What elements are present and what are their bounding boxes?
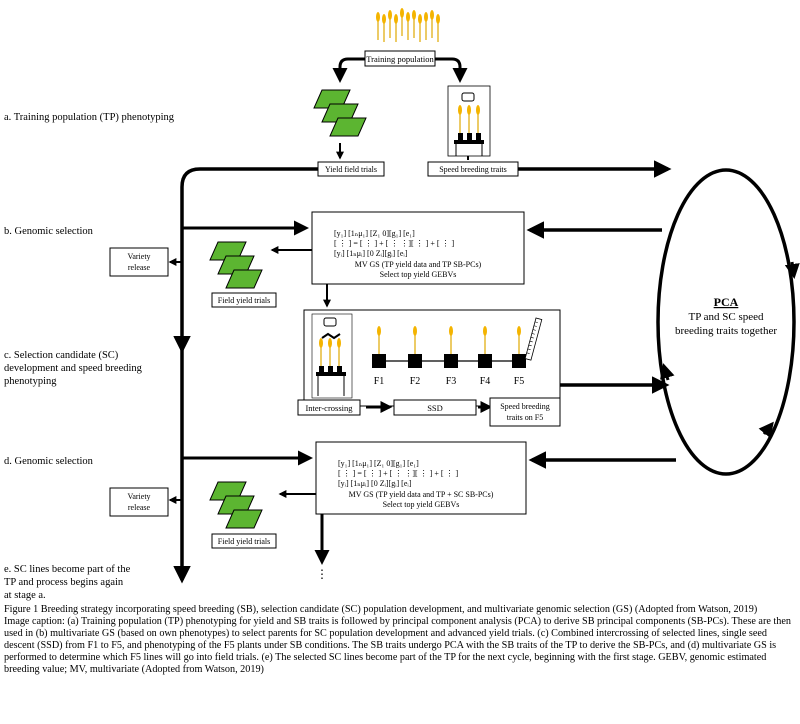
field-yield-trials-label-1: Field yield trials	[218, 296, 270, 305]
gen-label-f4: F4	[480, 376, 491, 387]
stage-d-label: d. Genomic selection	[4, 456, 94, 467]
variety-release-box-2	[109, 487, 169, 517]
svg-text:[yᵢ] [1ₙμᵢ] [0 Zᵢ][gᵢ]: [yᵢ] [1ₙμᵢ] [0 Zᵢ][gᵢ] [eᵢ]	[338, 479, 412, 488]
stage-e-line-2: TP and process begins again	[4, 577, 124, 588]
field-yield-trials-box-2	[211, 533, 277, 549]
mvgs-2-line-1: MV GS (TP yield data and TP + SC SB-PCs)	[349, 490, 494, 499]
mvgs-1-line-2: Select top yield GEBVs	[380, 270, 457, 279]
field-yield-trials-box-1	[211, 292, 277, 308]
variety-release-1-line-1: Variety	[127, 252, 150, 261]
f3-pot	[444, 354, 458, 368]
stage-c-line-1: c. Selection candidate (SC)	[4, 350, 119, 361]
continuation-dots-2: ⋮	[316, 567, 328, 581]
mvgs-box-1	[311, 211, 525, 285]
svg-text:[y₁] [1ₙμ₁] [Z₁ 0][g₁]: [y₁] [1ₙμ₁] [Z₁ 0][g₁] [e₁]	[338, 459, 419, 468]
stage-e-line-3: at stage a.	[4, 590, 46, 601]
svg-text:[y₁] [1ₙμ₁] [Z₁ 0][g₁]: [y₁] [1ₙμ₁] [Z₁ 0][g₁] [e₁]	[334, 229, 415, 238]
training-population-label: Training population	[366, 54, 434, 64]
speed-breeding-traits-label: Speed breeding traits	[439, 165, 507, 174]
gen-label-f1: F1	[374, 376, 385, 387]
stage-b-label: b. Genomic selection	[4, 226, 94, 237]
field-plots-icon-d	[209, 481, 263, 529]
figure-title: Figure 1 Breeding strategy incorporating…	[4, 604, 758, 615]
speed-breeding-chamber-icon	[447, 85, 491, 157]
yield-field-plots-icon	[313, 89, 367, 137]
speed-breeding-f5-line-1: Speed breeding	[500, 402, 550, 411]
gs-model-equation-1: [y₁] [1ₙμ₁] [Z₁ 0][g₁] [e₁] [ ⋮ ] = [ ⋮ …	[334, 229, 455, 258]
figure-caption: Figure 1 Breeding strategy incorporating…	[4, 604, 794, 676]
gs-model-equation-2: [y₁] [1ₙμ₁] [Z₁ 0][g₁] [e₁] [ ⋮ ] = [ ⋮ …	[338, 459, 459, 488]
ssd-label: SSD	[427, 403, 443, 413]
ruler-icon	[524, 317, 543, 361]
speed-breeding-f5-box	[489, 397, 561, 427]
yield-field-trials-label: Yield field trials	[325, 165, 377, 174]
arrow-tp-to-sb	[435, 57, 468, 83]
gen-label-f3: F3	[446, 376, 457, 387]
gen-label-f5: F5	[514, 376, 525, 387]
gen-label-f2: F2	[410, 376, 421, 387]
stage-c-line-2: development and speed breeding	[4, 363, 143, 374]
svg-text:[ ⋮ ] = [ ⋮ ] + [ ⋮ ⋮][ ⋮: [ ⋮ ] = [ ⋮ ] + [ ⋮ ⋮][ ⋮ ] + [ ⋮ ]	[338, 469, 459, 478]
stage-a-label: a. Training population (TP) phenotyping	[4, 112, 175, 123]
mvgs-2-line-2: Select top yield GEBVs	[383, 500, 460, 509]
pca-cycle-arrow-bottom	[758, 421, 774, 439]
f5-pot	[512, 354, 526, 368]
svg-text:[yᵢ] [1ₙμᵢ] [0 Zᵢ][gᵢ]: [yᵢ] [1ₙμᵢ] [0 Zᵢ][gᵢ] [eᵢ]	[334, 249, 408, 258]
stage-c-line-3: phenotyping	[4, 376, 57, 387]
field-plots-icon-b	[209, 241, 263, 289]
variety-release-box-1	[109, 247, 169, 277]
image-caption: Image caption: (a) Training population (…	[4, 616, 791, 676]
pca-cycle-ellipse	[656, 168, 796, 476]
variety-release-1-line-2: release	[128, 263, 151, 272]
stage-e-line-1: e. SC lines become part of the	[4, 564, 131, 575]
wheat-field-icon	[375, 7, 441, 43]
f4-pot	[478, 354, 492, 368]
pca-text-line-2: breeding traits together	[675, 325, 777, 337]
pca-cycle-arrow-right	[784, 261, 800, 279]
mvgs-box-2	[315, 441, 527, 515]
f1-pot	[372, 354, 386, 368]
f2-pot	[408, 354, 422, 368]
variety-release-2-line-2: release	[128, 503, 151, 512]
intercrossing-box	[297, 399, 361, 416]
variety-release-2-line-1: Variety	[127, 492, 150, 501]
mvgs-1-line-1: MV GS (TP yield data and TP SB-PCs)	[355, 260, 482, 269]
main-flow-line	[173, 167, 318, 584]
ssd-box	[393, 399, 477, 416]
pca-text-line-1: TP and SC speed	[688, 311, 764, 323]
field-yield-trials-label-2: Field yield trials	[218, 537, 270, 546]
speed-breeding-f5-line-2: traits on F5	[507, 413, 543, 422]
ssd-generations	[372, 317, 543, 368]
intercrossing-label: Inter-crossing	[305, 403, 353, 413]
arrow-tp-to-field	[332, 57, 365, 83]
continuation-dots-1: ⋮	[176, 567, 188, 581]
crossing-chamber-icon	[311, 313, 353, 399]
pca-title: PCA	[714, 295, 739, 309]
svg-text:[ ⋮ ] = [ ⋮ ] + [ ⋮ ⋮][ ⋮: [ ⋮ ] = [ ⋮ ] + [ ⋮ ⋮][ ⋮ ] + [ ⋮ ]	[334, 239, 455, 248]
